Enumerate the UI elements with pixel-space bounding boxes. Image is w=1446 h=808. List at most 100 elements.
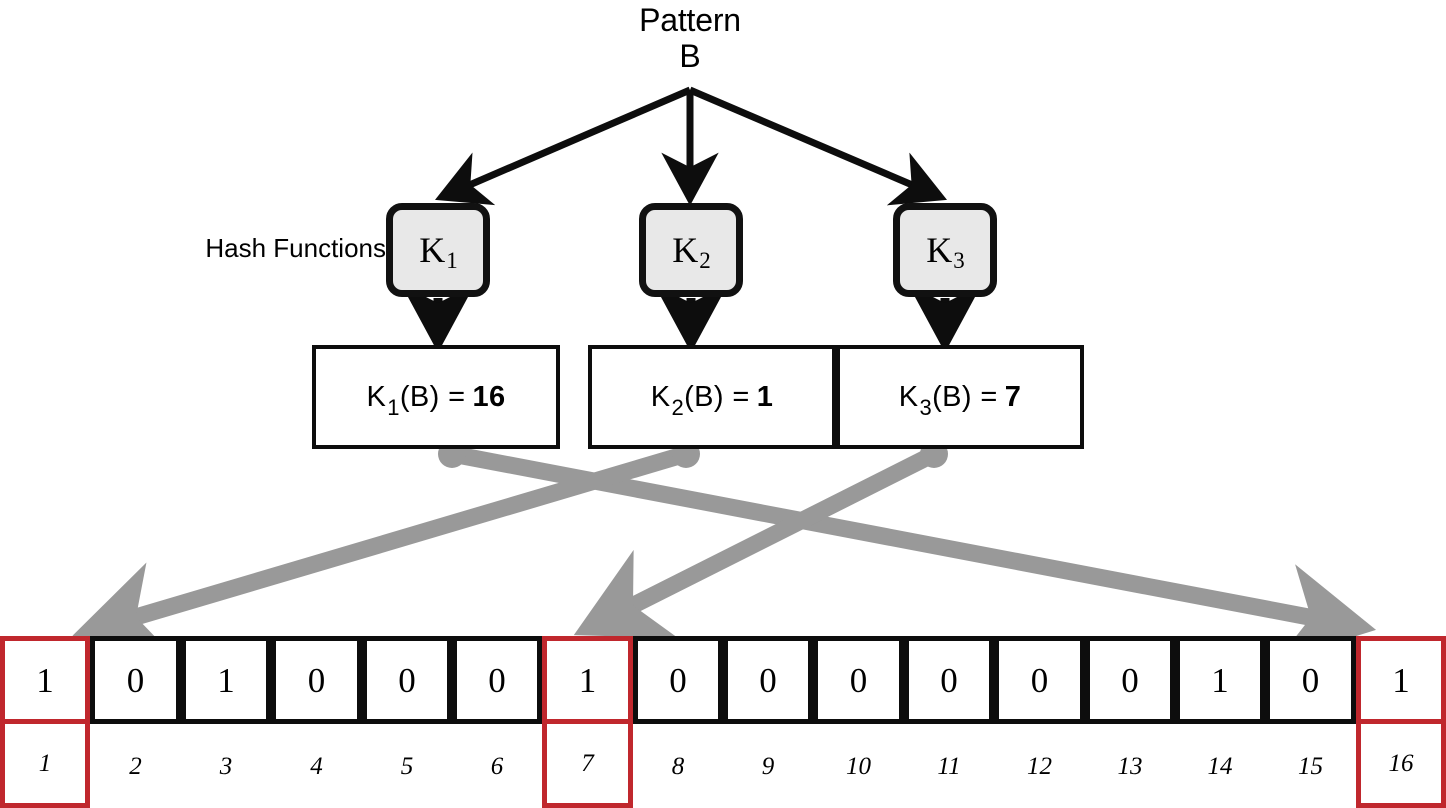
bit-cell-9[interactable]: 0: [723, 636, 813, 724]
result-3-value: 7: [1004, 380, 1022, 413]
bit-cell-5[interactable]: 0: [362, 636, 452, 724]
bit-index-11: 11: [904, 724, 994, 808]
result-1-subscript: 1: [387, 394, 400, 420]
hash-result-box-3[interactable]: K3(B) =7: [836, 345, 1084, 449]
bit-index-6: 6: [452, 724, 542, 808]
bit-index-label-1: 1: [38, 750, 52, 777]
result-3-equals: =: [980, 380, 998, 413]
bit-index-label-7: 7: [581, 750, 594, 777]
bit-cell-10[interactable]: 0: [813, 636, 904, 724]
bit-cell-12[interactable]: 0: [994, 636, 1085, 724]
hash-box-k3-subscript: 3: [953, 247, 965, 273]
bit-index-label-8: 8: [671, 752, 685, 780]
result-2-subscript: 2: [671, 394, 685, 420]
bit-index-3: 3: [181, 724, 271, 808]
bit-index-label-10: 10: [846, 752, 871, 780]
bit-value-9: 0: [759, 660, 777, 700]
bit-index-label-4: 4: [310, 752, 323, 780]
hash-box-k2-base: K: [672, 230, 699, 270]
result-2-value: 1: [756, 380, 774, 413]
bit-cell-2[interactable]: 0: [90, 636, 181, 724]
bit-index-label-6: 6: [490, 752, 504, 780]
pattern-title-line-2: B: [679, 38, 701, 74]
bit-value-14: 1: [1211, 660, 1229, 700]
result-1-equals: =: [448, 380, 466, 413]
bit-index-label-9: 9: [761, 752, 775, 780]
arrow-pattern-to-k1: [434, 86, 692, 206]
bit-index-12: 12: [994, 724, 1085, 808]
bit-cell-1[interactable]: 1: [0, 636, 90, 724]
result-1-fn: K: [366, 380, 387, 413]
pattern-title-line-1: Pattern: [639, 2, 741, 38]
bit-index-label-3: 3: [219, 752, 233, 780]
hash-functions-label: Hash Functions: [205, 233, 386, 263]
bit-index-16: 16: [1356, 724, 1446, 808]
result-to-slot-connectors: [72, 440, 1377, 662]
bit-value-5: 0: [398, 660, 416, 700]
hash-box-k3-base: K: [926, 230, 953, 270]
bit-index-label-15: 15: [1298, 752, 1323, 780]
bit-cell-13[interactable]: 0: [1085, 636, 1175, 724]
arrow-pattern-to-k3: [688, 86, 948, 206]
bit-index-13: 13: [1085, 724, 1175, 808]
hash-result-box-2[interactable]: K2(B) =1: [588, 345, 836, 449]
bit-value-7: 1: [578, 660, 597, 700]
bit-cell-8[interactable]: 0: [633, 636, 723, 724]
bit-cell-3[interactable]: 1: [181, 636, 271, 724]
bit-cell-14[interactable]: 1: [1175, 636, 1265, 724]
bit-value-10: 0: [849, 660, 868, 700]
bit-index-15: 15: [1265, 724, 1356, 808]
result-2-fn: K: [650, 380, 671, 413]
bit-index-label-2: 2: [129, 752, 142, 780]
bit-cell-16[interactable]: 1: [1356, 636, 1446, 724]
hash-result-expression-3: K3(B) =7: [898, 380, 1022, 420]
connector-result3-to-slot7: [573, 446, 938, 638]
bit-value-8: 0: [669, 660, 687, 700]
bit-cell-11[interactable]: 0: [904, 636, 994, 724]
bit-index-label-13: 13: [1117, 752, 1143, 780]
hash-result-expression-1: K1(B) =16: [366, 380, 506, 420]
bit-value-16: 1: [1392, 660, 1410, 700]
hash-result-expression-2: K2(B) =1: [650, 380, 774, 420]
result-2-arg: (B): [684, 380, 724, 413]
bit-index-8: 8: [633, 724, 723, 808]
connector-result1-to-slot16: [450, 445, 1377, 662]
bit-value-13: 0: [1121, 660, 1139, 700]
bit-index-label-12: 12: [1027, 752, 1052, 780]
bit-index-label-5: 5: [400, 752, 414, 780]
result-1-arg: (B): [399, 380, 440, 413]
pattern-to-hash-arrows: [434, 86, 948, 206]
bit-value-2: 0: [126, 660, 145, 700]
bit-value-12: 0: [1030, 660, 1049, 700]
bit-index-label-14: 14: [1207, 752, 1233, 780]
hash-box-k1-base: K: [419, 230, 446, 270]
result-3-subscript: 3: [919, 394, 933, 420]
bit-cell-6[interactable]: 0: [452, 636, 542, 724]
bit-value-1: 1: [36, 660, 54, 700]
bit-cell-15[interactable]: 0: [1265, 636, 1356, 724]
hash-result-box-1[interactable]: K1(B) =16: [312, 345, 560, 449]
bit-value-11: 0: [940, 660, 958, 700]
bit-index-1: 1: [0, 724, 90, 808]
bit-cell-7[interactable]: 1: [542, 636, 633, 724]
connector-result2-to-slot1: [72, 445, 689, 657]
bit-index-7: 7: [542, 724, 633, 808]
bit-index-5: 5: [362, 724, 452, 808]
result-1-value: 16: [472, 380, 506, 413]
result-3-fn: K: [898, 380, 919, 413]
bit-index-label-16: 16: [1388, 750, 1414, 777]
page-title: Pattern B: [570, 2, 810, 74]
bit-index-2: 2: [90, 724, 181, 808]
bit-index-9: 9: [723, 724, 813, 808]
hash-box-k1-subscript: 1: [446, 247, 458, 273]
bit-index-10: 10: [813, 724, 904, 808]
bit-value-6: 0: [488, 660, 506, 700]
bit-value-4: 0: [307, 660, 326, 700]
bit-cell-4[interactable]: 0: [271, 636, 362, 724]
bit-index-14: 14: [1175, 724, 1265, 808]
